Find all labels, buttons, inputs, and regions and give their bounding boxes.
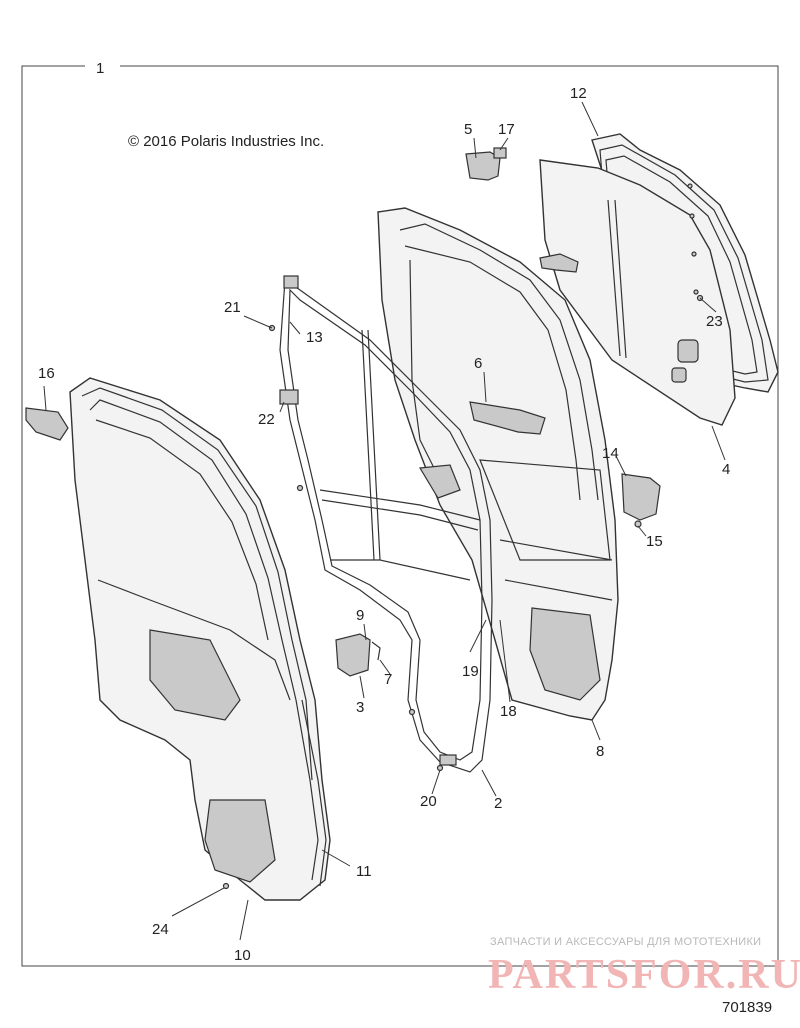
door-latch-assembly-part [335, 633, 381, 677]
fastener-bolts [222, 294, 704, 890]
inner-door-frame-part [377, 207, 619, 721]
callout-16: 16 [38, 365, 55, 382]
callout-21: 21 [224, 299, 241, 316]
tube-frame-part [279, 275, 493, 773]
copyright-text: © 2016 Polaris Industries Inc. [128, 133, 324, 150]
door-hinge-part [25, 407, 69, 441]
callout-4: 4 [722, 461, 730, 478]
callout-9: 9 [356, 607, 364, 624]
callout-1: 1 [96, 60, 104, 77]
watermark-tagline: ЗАПЧАСТИ И АКСЕССУАРЫ ДЛЯ МОТОТЕХНИКИ [490, 936, 761, 948]
callout-22: 22 [258, 411, 275, 428]
figure-number: 701839 [722, 999, 772, 1016]
callout-20: 20 [420, 793, 437, 810]
callout-8: 8 [596, 743, 604, 760]
callout-17: 17 [498, 121, 515, 138]
callout-11: 11 [356, 863, 372, 880]
callout-10: 10 [234, 947, 251, 964]
callout-12: 12 [570, 85, 587, 102]
window-glass-part [539, 159, 736, 426]
callout-labels: 1 12 5 17 23 6 4 14 15 21 13 22 16 9 7 3… [38, 60, 730, 964]
callout-3: 3 [356, 699, 364, 716]
callout-7: 7 [384, 671, 392, 688]
hinge-bracket-part [465, 147, 507, 181]
callout-19: 19 [462, 663, 479, 680]
callout-18: 18 [500, 703, 517, 720]
watermark-logo: PARTSFOR.RU [488, 952, 800, 998]
callout-13: 13 [306, 329, 323, 346]
assembly-frame [21, 65, 779, 967]
watermark: ЗАПЧАСТИ И АКСЕССУАРЫ ДЛЯ МОТОТЕХНИКИ PA… [488, 936, 800, 998]
callout-5: 5 [464, 121, 472, 138]
callout-24: 24 [152, 921, 169, 938]
interior-handle-part [469, 401, 546, 435]
callout-14: 14 [602, 445, 619, 462]
outer-door-panel-part [69, 377, 331, 901]
callout-23: 23 [706, 313, 723, 330]
callout-15: 15 [646, 533, 663, 550]
callout-2: 2 [494, 795, 502, 812]
leader-lines [43, 101, 726, 941]
latch-mechanism-part [621, 473, 661, 528]
callout-6: 6 [474, 355, 482, 372]
